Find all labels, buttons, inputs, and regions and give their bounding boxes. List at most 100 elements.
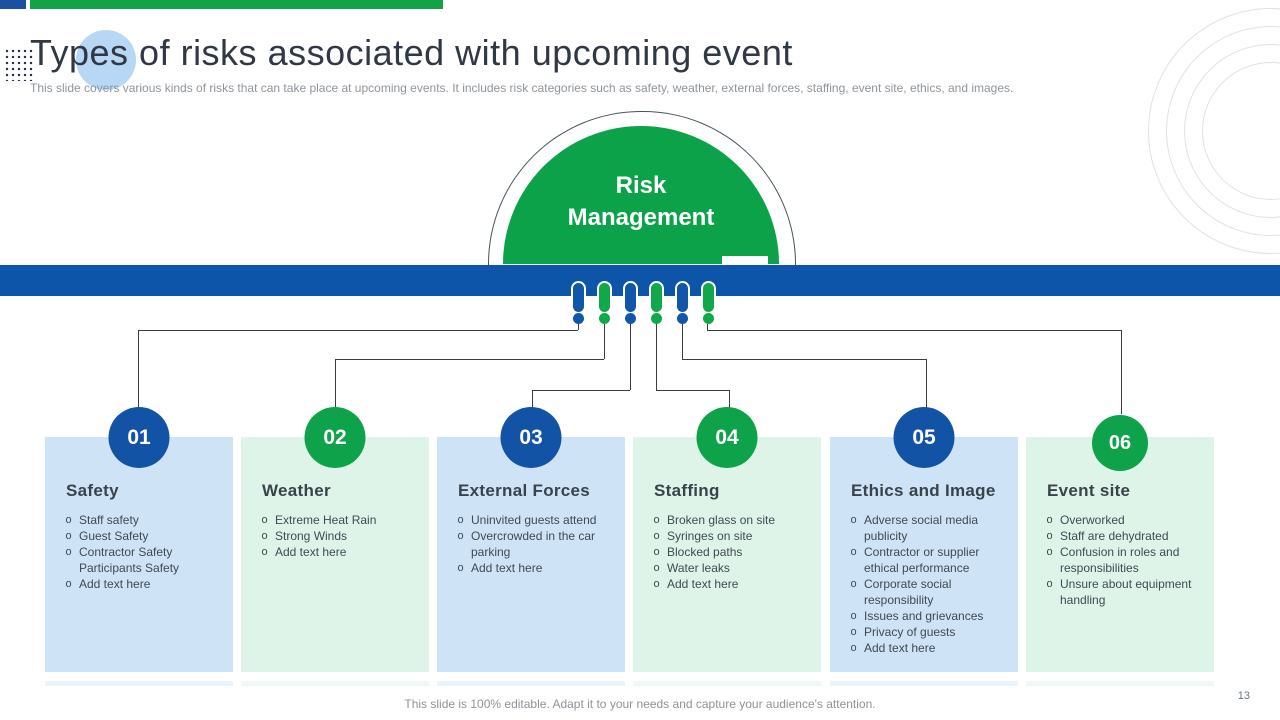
box-reflection-strip bbox=[1026, 681, 1214, 686]
box-reflection-strip bbox=[633, 681, 821, 686]
list-item-text: Unsure about equipment handling bbox=[1060, 577, 1192, 607]
list-item: o Overcrowded in the car parking bbox=[450, 528, 617, 560]
list-item: o Add text here bbox=[58, 576, 225, 592]
category-number: 02 bbox=[323, 425, 347, 449]
risk-label-line1: Risk bbox=[615, 172, 667, 199]
bullet-marker: o bbox=[261, 514, 268, 526]
category-number-badge: 05 bbox=[893, 407, 955, 468]
category-number-badge: 01 bbox=[108, 407, 170, 468]
bullet-marker: o bbox=[261, 530, 268, 542]
list-item: o Unsure about equipment handling bbox=[1039, 576, 1206, 608]
connector-line bbox=[138, 330, 578, 331]
bullet-marker: o bbox=[457, 530, 464, 542]
category-title: External Forces bbox=[458, 481, 591, 500]
connector-line bbox=[656, 390, 729, 391]
box-reflection-strip bbox=[830, 681, 1018, 686]
bullet-marker: o bbox=[1046, 546, 1053, 558]
category-number: 05 bbox=[912, 425, 936, 449]
box-reflection-strip bbox=[437, 681, 625, 686]
list-item-text: Blocked paths bbox=[667, 545, 743, 559]
list-item-text: Syringes on site bbox=[667, 529, 753, 543]
category-title: Ethics and Image bbox=[851, 481, 996, 500]
list-item-text: Privacy of guests bbox=[864, 625, 956, 639]
connector-line bbox=[335, 359, 604, 360]
bullet-marker: o bbox=[653, 562, 660, 574]
list-item-text: Overworked bbox=[1060, 513, 1125, 527]
footer-note: This slide is 100% editable. Adapt it to… bbox=[404, 697, 876, 711]
bullet-marker: o bbox=[65, 546, 72, 558]
list-item-text: Add text here bbox=[79, 577, 151, 591]
list-item: o Contractor Safety Participants Safety bbox=[58, 544, 225, 576]
bullet-marker: o bbox=[653, 546, 660, 558]
page-subtitle: This slide covers various kinds of risks… bbox=[30, 81, 1014, 95]
connector-dot-icon bbox=[573, 313, 584, 324]
page-title: Types of risks associated with upcoming … bbox=[30, 32, 793, 73]
list-item-text: Corporate social responsibility bbox=[864, 577, 952, 607]
bullet-marker: o bbox=[850, 514, 857, 526]
bullet-marker: o bbox=[65, 578, 72, 590]
list-item-text: Issues and grievances bbox=[864, 609, 984, 623]
connector-line bbox=[707, 324, 708, 330]
title-circle-decoration bbox=[76, 30, 136, 90]
bullet-marker: o bbox=[65, 530, 72, 542]
connector-pill-icon bbox=[649, 281, 664, 314]
connector-line bbox=[682, 324, 683, 359]
list-item-text: Overcrowded in the car parking bbox=[471, 529, 596, 559]
bullet-marker: o bbox=[1046, 514, 1053, 526]
list-item: o Strong Winds bbox=[254, 528, 421, 544]
list-item: o Water leaks bbox=[646, 560, 813, 576]
list-item-text: Contractor Safety Participants Safety bbox=[79, 545, 180, 575]
bullet-marker: o bbox=[653, 514, 660, 526]
connector-line bbox=[630, 324, 631, 390]
category-number-badge: 06 bbox=[1092, 415, 1148, 471]
dots-pattern-decoration bbox=[4, 48, 33, 81]
connector-line bbox=[729, 390, 730, 409]
connector-line bbox=[335, 359, 336, 409]
bullet-marker: o bbox=[1046, 578, 1053, 590]
connector-line bbox=[682, 359, 926, 360]
list-item-text: Contractor or supplier ethical performan… bbox=[864, 545, 980, 575]
list-item-text: Add text here bbox=[471, 561, 543, 575]
list-item-text: Adverse social media publicity bbox=[864, 513, 979, 543]
connector-pill-icon bbox=[623, 281, 638, 314]
connector-line bbox=[604, 324, 605, 359]
box-reflection-strip bbox=[241, 681, 429, 686]
connector-pill-icon bbox=[597, 281, 612, 314]
list-item-text: Strong Winds bbox=[275, 529, 348, 543]
bullet-marker: o bbox=[653, 578, 660, 590]
category-number: 04 bbox=[715, 425, 739, 449]
box-reflection-strip bbox=[45, 681, 233, 686]
list-item-text: Add text here bbox=[275, 545, 347, 559]
list-item-text: Staff are dehydrated bbox=[1060, 529, 1169, 543]
connector-pill-icon bbox=[571, 281, 586, 314]
bullet-marker: o bbox=[850, 610, 857, 622]
bullet-marker: o bbox=[850, 626, 857, 638]
connector-line bbox=[1121, 330, 1122, 414]
connector-dot-icon bbox=[625, 313, 636, 324]
category-title: Safety bbox=[66, 481, 119, 500]
list-item-text: Water leaks bbox=[667, 561, 730, 575]
list-item-text: Broken glass on site bbox=[667, 513, 776, 527]
connector-pill-icon bbox=[675, 281, 690, 314]
category-number: 03 bbox=[519, 425, 543, 449]
white-dash-decoration bbox=[722, 256, 768, 265]
connector-dot-icon bbox=[677, 313, 688, 324]
connector-line bbox=[926, 359, 927, 409]
list-item-text: Staff safety bbox=[79, 513, 139, 527]
